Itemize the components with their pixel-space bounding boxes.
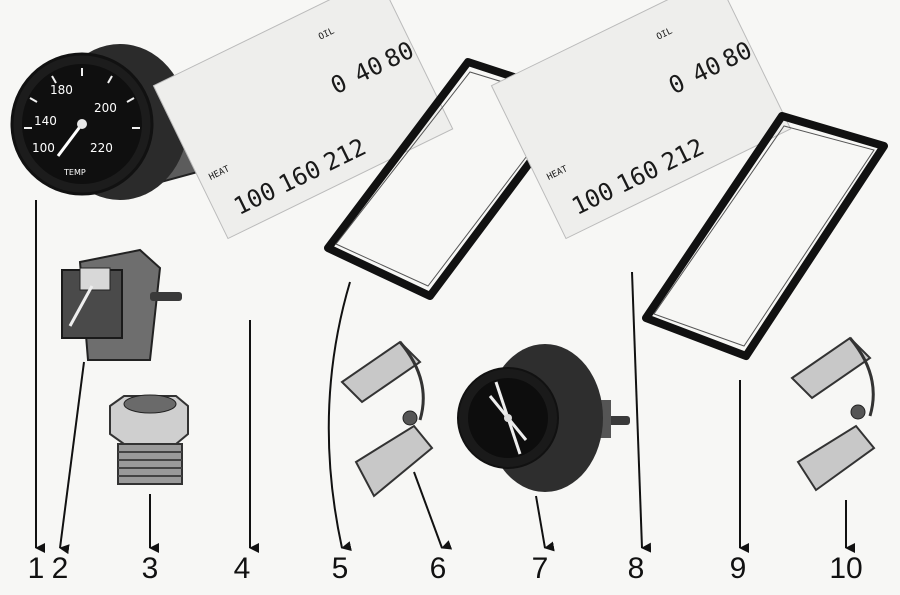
gauge-needle xyxy=(56,123,84,157)
sender-switch-part xyxy=(61,248,182,361)
leader-arrows xyxy=(35,200,855,555)
u-clip-part-6 xyxy=(340,340,434,498)
callout-4: 4 xyxy=(233,552,251,585)
temp-gauge-part: 100 140 180 200 220 TEMP xyxy=(10,44,238,200)
dial-panel-part-4: 100 160 212 HEAT OIL 0 40 80 xyxy=(152,0,454,240)
gauge-scale-140: 140 xyxy=(34,114,57,128)
gauge-label-temp: TEMP xyxy=(63,168,86,177)
callout-6: 6 xyxy=(429,552,447,585)
oil-gauge-part-7 xyxy=(457,344,630,492)
leader-arrow-8 xyxy=(631,271,652,553)
leader-arrow-6 xyxy=(413,471,453,550)
leader-arrow-5 xyxy=(327,281,352,551)
callout-8: 8 xyxy=(627,552,645,585)
gauge-scale-220: 220 xyxy=(90,141,113,155)
callout-9: 9 xyxy=(729,552,747,585)
gauge-scale-100: 100 xyxy=(32,141,55,155)
u-clip-part-10 xyxy=(790,336,876,492)
leader-arrow-2 xyxy=(59,361,85,555)
gasket-frame-part-9 xyxy=(642,112,888,360)
callout-7: 7 xyxy=(531,552,549,585)
gauge-hub xyxy=(77,119,87,129)
callout-2: 2 xyxy=(51,552,69,585)
callout-1: 1 xyxy=(27,552,45,585)
dial-panel-part-8: 100 160 212 HEAT OIL 0 40 80 xyxy=(490,0,792,240)
gauge-scale-200: 200 xyxy=(94,101,117,115)
threaded-adapter-part xyxy=(109,394,189,485)
callout-5: 5 xyxy=(331,552,349,585)
callout-10: 10 xyxy=(829,552,863,585)
leader-arrow-7 xyxy=(535,495,555,552)
callout-3: 3 xyxy=(141,552,159,585)
gauge-scale-180: 180 xyxy=(50,83,73,97)
